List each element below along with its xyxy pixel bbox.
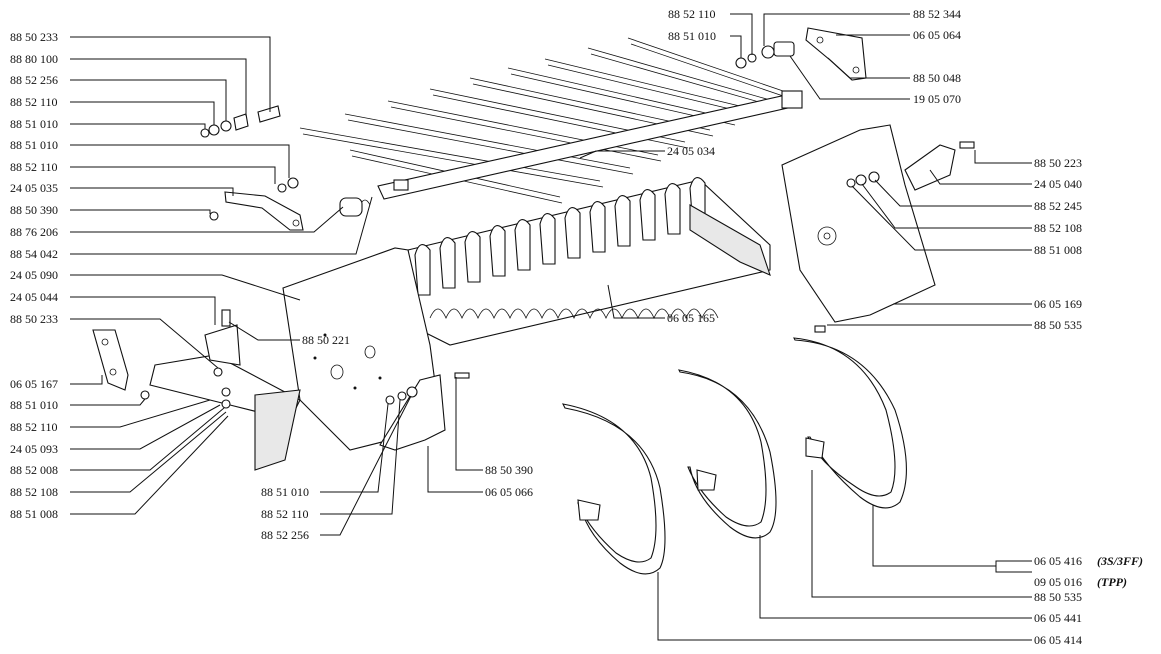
right-side-plate: [781, 124, 975, 333]
callout-88-51-010-d: 88 51 010: [261, 485, 309, 499]
callout-24-05-090: 24 05 090: [10, 268, 58, 282]
callout-88-51-008-b: 88 51 008: [1034, 243, 1082, 257]
variant-note-tpp: (TPP): [1097, 575, 1127, 589]
rake-tines: [299, 37, 790, 204]
callout-88-50-535-b: 88 50 535: [1034, 590, 1082, 604]
top-right-hardware: [735, 27, 867, 81]
callout-06-05-414: 06 05 414: [1034, 633, 1082, 647]
callout-24-05-093: 24 05 093: [10, 442, 58, 456]
callout-88-54-042: 88 54 042: [10, 247, 58, 261]
callout-88-50-048: 88 50 048: [913, 71, 961, 85]
callout-88-50-390-b: 88 50 390: [485, 463, 533, 477]
callout-88-52-008: 88 52 008: [10, 463, 58, 477]
spring-tines: [562, 337, 907, 575]
callout-88-52-256-a: 88 52 256: [10, 73, 58, 87]
comb-assembly: [407, 177, 771, 346]
left-bracket-035: [224, 191, 304, 231]
callout-88-51-008-a: 88 51 008: [10, 507, 58, 521]
callout-88-52-256-b: 88 52 256: [261, 528, 309, 542]
variant-note-3s-3ff: (3S/3FF): [1097, 554, 1143, 568]
callouts-top: 88 52 110 88 51 010 88 52 344 06 05 064 …: [668, 7, 961, 106]
main-shaft: [377, 90, 803, 200]
callout-88-50-221: 88 50 221: [302, 333, 350, 347]
callout-24-05-034: 24 05 034: [667, 144, 715, 158]
callout-06-05-167: 06 05 167: [10, 377, 58, 391]
callout-88-52-245: 88 52 245: [1034, 199, 1082, 213]
callouts-left: 88 50 233 88 80 100 88 52 256 88 52 110 …: [10, 30, 58, 521]
callout-06-05-169: 06 05 169: [1034, 297, 1082, 311]
callout-88-51-010-top: 88 51 010: [668, 29, 716, 43]
callout-88-80-100: 88 80 100: [10, 52, 58, 66]
callout-09-05-016: 09 05 016: [1034, 575, 1082, 589]
left-hardware: [140, 105, 470, 451]
callout-88-52-344: 88 52 344: [913, 7, 961, 21]
callout-88-50-233-a: 88 50 233: [10, 30, 58, 44]
callout-19-05-070: 19 05 070: [913, 92, 961, 106]
callout-06-05-165: 06 05 165: [667, 311, 715, 325]
callout-88-52-110-a: 88 52 110: [10, 95, 58, 109]
callout-88-51-010-a: 88 51 010: [10, 117, 58, 131]
callouts-center: 24 05 034 88 50 221 06 05 165 88 51 010 …: [261, 144, 715, 542]
callout-88-50-233-b: 88 50 233: [10, 312, 58, 326]
callouts-right: 88 50 223 24 05 040 88 52 245 88 52 108 …: [1034, 156, 1143, 647]
callout-88-52-110-top: 88 52 110: [668, 7, 716, 21]
callout-06-05-066: 06 05 066: [485, 485, 533, 499]
callout-88-76-206: 88 76 206: [10, 225, 58, 239]
callout-88-51-010-b: 88 51 010: [10, 138, 58, 152]
left-bracket-arm: [92, 324, 301, 471]
callout-88-52-108-b: 88 52 108: [1034, 221, 1082, 235]
callout-88-52-110-c: 88 52 110: [10, 420, 58, 434]
callout-24-05-040: 24 05 040: [1034, 177, 1082, 191]
callout-24-05-035: 24 05 035: [10, 181, 58, 195]
callout-88-50-390-a: 88 50 390: [10, 203, 58, 217]
callout-24-05-044: 24 05 044: [10, 290, 58, 304]
callout-06-05-441: 06 05 441: [1034, 611, 1082, 625]
callout-88-52-110-b: 88 52 110: [10, 160, 58, 174]
callout-88-50-223: 88 50 223: [1034, 156, 1082, 170]
callout-06-05-416: 06 05 416: [1034, 554, 1082, 568]
callout-88-52-110-d: 88 52 110: [261, 507, 309, 521]
callout-88-50-535-a: 88 50 535: [1034, 318, 1082, 332]
callout-88-51-010-c: 88 51 010: [10, 398, 58, 412]
callout-88-52-108-a: 88 52 108: [10, 485, 58, 499]
leader-lines: [70, 13, 1032, 641]
callout-06-05-064: 06 05 064: [913, 28, 961, 42]
